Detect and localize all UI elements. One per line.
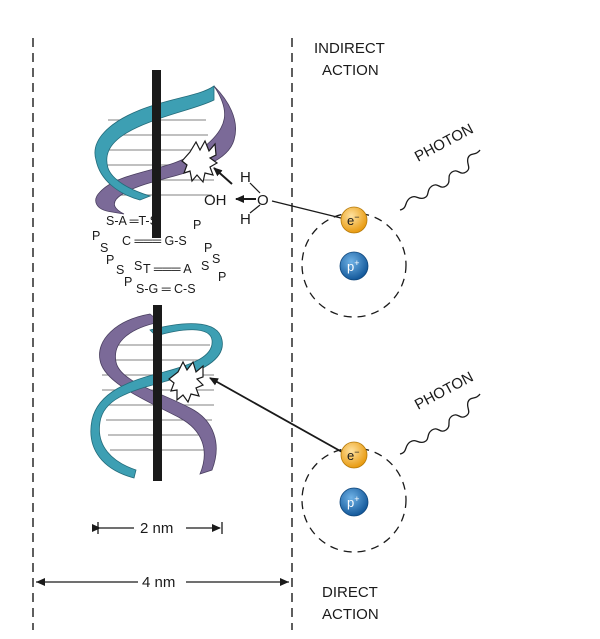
scale-4nm: 4 nm: [36, 574, 289, 591]
base-pair-row3: T ═══ A: [143, 262, 192, 276]
proton-direct: [339, 487, 369, 517]
photon-wave-bottom: [399, 393, 481, 455]
direct-damage-break: [168, 360, 205, 404]
direct-action-arrow: [209, 377, 343, 453]
backbone-p-left-2: P: [106, 253, 114, 267]
backbone-p-right-2: P: [204, 241, 212, 255]
atom-indirect: e− p+: [301, 206, 407, 318]
backbone-p-left-3: P: [124, 275, 132, 289]
backbone-s-left-2: S: [116, 263, 124, 277]
electron-to-water-line: [271, 200, 346, 220]
scale-2nm: 2 nm: [92, 520, 223, 537]
proton-indirect-label: p+: [347, 258, 360, 274]
backbone-s-right-2: S: [201, 259, 209, 273]
direct-action-label-line1: DIRECT: [322, 584, 378, 601]
photon-label-top: PHOTON: [412, 121, 476, 166]
proton-direct-label: p+: [347, 494, 360, 510]
backbone-s-left-3: S: [134, 259, 142, 273]
electron-indirect-label: e−: [347, 212, 360, 228]
backbone-s-left-1: S: [100, 241, 108, 255]
backbone-p-left-1: P: [92, 229, 100, 243]
base-pair-region: S-A ═T-S C ═══ G-S T ═══ A S-G ═ C-S P S…: [92, 214, 226, 296]
direct-action-label-line2: ACTION: [322, 606, 379, 623]
indirect-action-label-line1: INDIRECT: [314, 40, 385, 57]
scale-4nm-label: 4 nm: [142, 574, 175, 591]
indirect-damage-break: [181, 139, 219, 184]
indirect-action-label-line2: ACTION: [322, 62, 379, 79]
upper-helix-axis: [152, 70, 161, 238]
base-pair-row4: S-G ═ C-S: [136, 282, 196, 296]
water-h-top: H: [240, 169, 251, 186]
lower-dna-helix: [90, 305, 223, 481]
water-o: O: [257, 192, 269, 209]
electron-direct: [340, 441, 368, 469]
electron-direct-label: e−: [347, 447, 360, 463]
base-pair-row2: C ═══ G-S: [122, 234, 187, 248]
water-molecule: H H O OH: [204, 169, 269, 228]
oh-to-dna-arrow: [213, 167, 233, 185]
electron-indirect: [340, 206, 368, 234]
proton-indirect: [339, 251, 369, 281]
hydroxyl-label: OH: [204, 192, 227, 209]
water-h-bottom: H: [240, 211, 251, 228]
bond-h-bottom: [249, 204, 261, 214]
base-pair-row1: S-A ═T-S: [106, 214, 158, 228]
lower-blue-strand: [90, 323, 223, 479]
backbone-p-right-3: P: [218, 270, 226, 284]
photon-label-bottom: PHOTON: [412, 369, 476, 414]
scale-2nm-label: 2 nm: [140, 520, 173, 537]
backbone-p-right-1: P: [193, 218, 201, 232]
photon-wave-top: [399, 149, 481, 211]
bond-h-top: [249, 182, 261, 194]
upper-dna-helix: [94, 70, 236, 238]
atom-direct: e− p+: [301, 441, 407, 553]
lower-helix-axis: [153, 305, 162, 481]
backbone-s-right-1: S: [212, 252, 220, 266]
